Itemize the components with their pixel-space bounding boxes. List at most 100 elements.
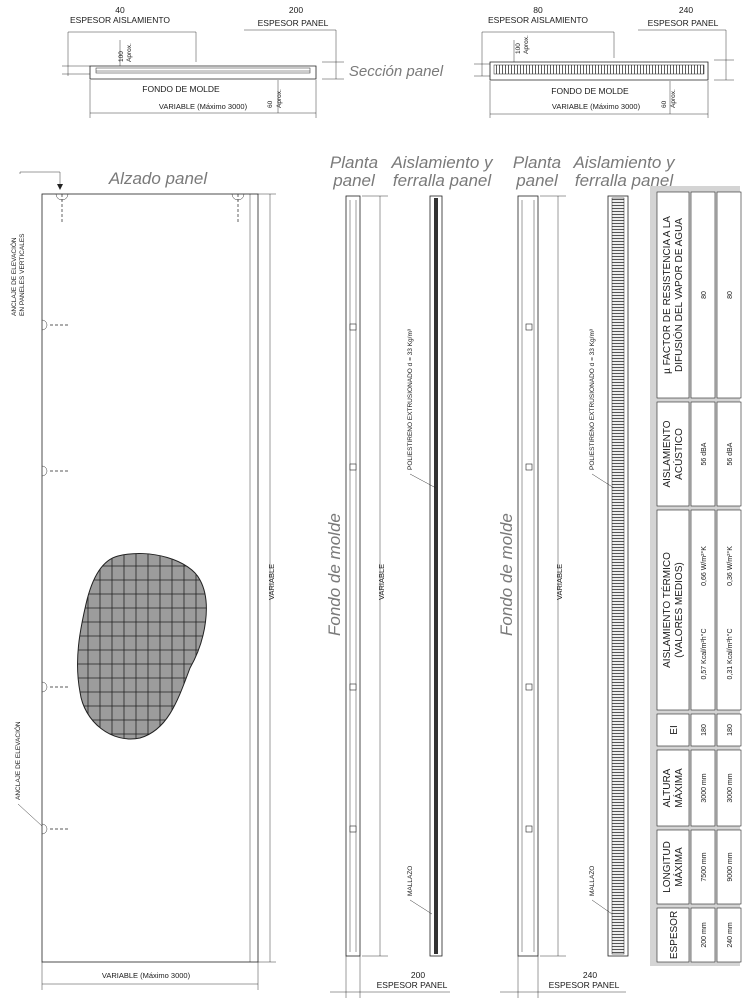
- table-cell-value: 56 dBA: [727, 442, 734, 465]
- plan2-poli-label: POLIESTIRENO EXTRUSIONADO d = 33 Kg/m³: [589, 328, 596, 470]
- section-right-dim-top: 100: [515, 43, 522, 54]
- table-header-cell: [656, 907, 690, 963]
- table-header-line2: MÁXIMA: [672, 768, 685, 808]
- plan2-title-1: Planta: [513, 153, 561, 172]
- section-left-width-label: VARIABLE (Máximo 3000): [159, 102, 248, 111]
- plan2-title-2: panel: [515, 171, 559, 190]
- table-cell-value: 200 mm: [701, 922, 708, 947]
- table-cell-value: 240 mm: [727, 922, 734, 947]
- table-header-cell: [656, 713, 690, 747]
- section-right-width-label: VARIABLE (Máximo 3000): [552, 102, 641, 111]
- table-cell-value: 56 dBA: [701, 442, 708, 465]
- table-cell-value: 9000 mm: [727, 852, 734, 881]
- table-header-line1: AISLAMIENTO TÉRMICO: [660, 552, 673, 668]
- section-right-aprox-top: Aprox.: [523, 35, 530, 54]
- plan1-mallazo-label: MALLAZO: [407, 866, 414, 896]
- plan2-mallazo-label: MALLAZO: [589, 866, 596, 896]
- section-left: 40 ESPESOR AISLAMIENTO 200 ESPESOR PANEL…: [62, 5, 344, 118]
- plan2-fondo-label: Fondo de molde: [497, 513, 516, 636]
- table-header-line1: ESPESOR: [669, 911, 680, 959]
- plan2-thickness-value: 240: [583, 970, 597, 980]
- elevation-panel: Alzado panel ANCLAJE DE ELEVACIÓN EN PAN…: [9, 169, 276, 990]
- table-cell-value: 7500 mm: [701, 852, 708, 881]
- section-left-insulation-value: 40: [115, 5, 125, 15]
- table-header-cell: [656, 829, 690, 905]
- table-data-cell: [690, 401, 716, 507]
- table-data-cell: [716, 907, 742, 963]
- plan2-insul-title-1: Aislamiento y: [572, 153, 676, 172]
- table-cell-value: 0,36 W/m²°K: [726, 546, 734, 586]
- section-right-insulation-value: 80: [533, 5, 543, 15]
- plan1-height-label: VARIABLE: [377, 564, 386, 600]
- table-header-line1: LONGITUD: [662, 841, 673, 893]
- table-data-cell: [690, 749, 716, 827]
- table-data-cell: [716, 713, 742, 747]
- table-data-cell: [716, 829, 742, 905]
- elevation-height-label: VARIABLE: [267, 564, 276, 600]
- table-data-cell: [716, 749, 742, 827]
- table-data-cell: [690, 191, 716, 399]
- table-header-line2: (VALORES MEDIOS): [674, 562, 685, 657]
- table-cell-value: 80: [701, 291, 708, 299]
- section-left-aprox-top: Aprox.: [126, 43, 133, 62]
- table-header-cell: [656, 749, 690, 827]
- table-cell-value: 3000 mm: [727, 773, 734, 802]
- plan2-insul-title-2: ferralla panel: [575, 171, 675, 190]
- table-cell-value: 180: [727, 724, 734, 736]
- plan-view-1: Planta panel Aislamiento y ferralla pane…: [325, 153, 494, 998]
- section-right-aprox-bottom: Aprox.: [670, 89, 677, 108]
- plan1-insul-title-2: ferralla panel: [393, 171, 493, 190]
- plan1-title-1: Planta: [330, 153, 378, 172]
- plan1-title-2: panel: [332, 171, 376, 190]
- elevation-anchor-label: ANCLAJE DE ELEVACIÓN: [13, 721, 22, 800]
- table-data-cell: [690, 829, 716, 905]
- section-right-mold-label: FONDO DE MOLDE: [551, 86, 629, 96]
- elevation-width-label: VARIABLE (Máximo 3000): [102, 971, 191, 980]
- table-data-cell: [716, 191, 742, 399]
- table-cell-value: 180: [701, 724, 708, 736]
- section-right: 80 ESPESOR AISLAMIENTO 240 ESPESOR PANEL…: [474, 5, 734, 118]
- plan2-height-label: VARIABLE: [555, 564, 564, 600]
- section-left-aprox-bottom: Aprox.: [276, 89, 283, 108]
- section-left-mold-label: FONDO DE MOLDE: [142, 84, 220, 94]
- table-data-cell: [690, 713, 716, 747]
- table-cell-value: 0,31 Kcal/m²h°C: [726, 628, 734, 679]
- elevation-side-anchors: [41, 319, 70, 835]
- table-cell-value: 80: [727, 291, 734, 299]
- section-left-insulation-label: ESPESOR AISLAMIENTO: [70, 15, 170, 25]
- plan1-insul-title-1: Aislamiento y: [390, 153, 494, 172]
- table-header-cell: [656, 401, 690, 507]
- table-cell-value: 0,57 Kcal/m²h°C: [700, 628, 708, 679]
- table-header-line1: ALTURA: [662, 768, 673, 807]
- table-header-line2: DIFUSIÓN DEL VAPOR DE AGUA: [672, 218, 685, 372]
- plan1-fondo-label: Fondo de molde: [325, 513, 344, 636]
- table-header-line2: ACÚSTICO: [672, 428, 685, 480]
- section-right-dim-bottom: 60: [661, 100, 668, 108]
- table-header-line2: MÁXIMA: [672, 847, 685, 887]
- elevation-title: Alzado panel: [108, 169, 209, 188]
- table-header-line1: AISLAMIENTO: [662, 420, 673, 487]
- table-header-cell: [656, 509, 690, 711]
- section-left-panel-label: ESPESOR PANEL: [258, 18, 329, 28]
- table-data-cell: [690, 907, 716, 963]
- table-header-cell: [656, 191, 690, 399]
- table-cell-value: 3000 mm: [701, 773, 708, 802]
- table-cell-value: 0,66 W/m²°K: [700, 546, 708, 586]
- elevation-anchor-vertical-line2: EN PANELES VERTICALES: [19, 233, 26, 316]
- table-header-line1: EI: [669, 725, 680, 734]
- elevation-anchor-vertical-line1: ANCLAJE DE ELEVACIÓN: [9, 237, 18, 316]
- section-right-panel-value: 240: [679, 5, 693, 15]
- table-data-cell: [716, 509, 742, 711]
- table-header-line1: µ FACTOR DE RESISTENCIA A LA: [662, 216, 673, 374]
- mesh-detail: [77, 553, 207, 740]
- section-left-panel-value: 200: [289, 5, 303, 15]
- plan2-thickness-label: ESPESOR PANEL: [549, 980, 620, 990]
- section-panel-title: Sección panel: [349, 63, 444, 80]
- plan1-thickness-value: 200: [411, 970, 425, 980]
- section-left-dim-top: 100: [118, 51, 125, 62]
- plan1-thickness-label: ESPESOR PANEL: [377, 980, 448, 990]
- plan1-poli-label: POLIESTIRENO EXTRUSIONADO d = 33 Kg/m³: [407, 328, 414, 470]
